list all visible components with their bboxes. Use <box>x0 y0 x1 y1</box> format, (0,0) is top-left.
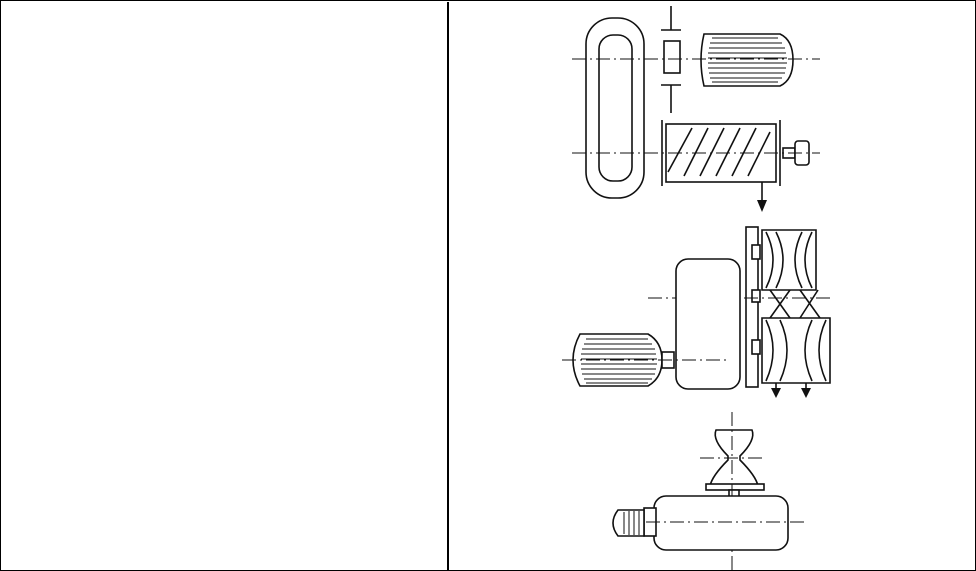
coupling <box>661 6 681 113</box>
pulley-stack <box>745 226 831 398</box>
screw-conveyor <box>661 120 781 212</box>
capstan-pulley <box>705 429 765 499</box>
left-cell <box>2 2 449 571</box>
motor-bottom <box>612 495 789 551</box>
belt-housing <box>585 17 645 199</box>
motor-top <box>700 33 794 87</box>
gearbox <box>675 258 741 390</box>
